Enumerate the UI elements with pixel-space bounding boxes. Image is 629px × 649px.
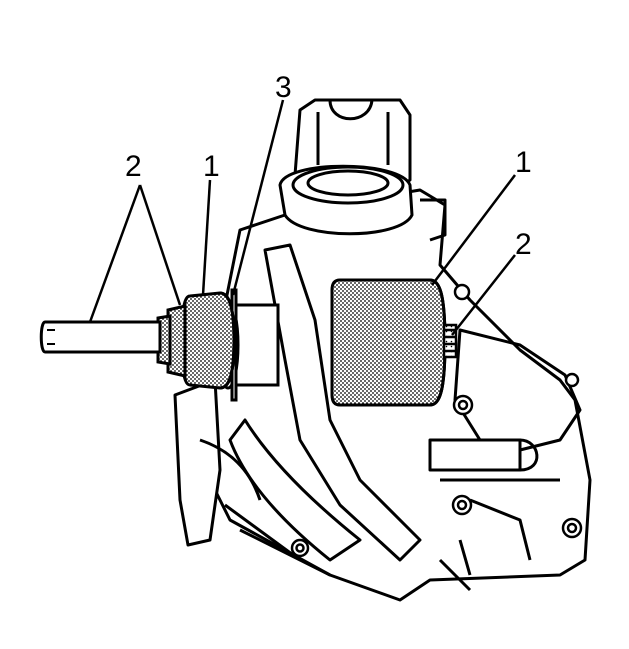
callout-leaders bbox=[88, 99, 516, 336]
callout-label-1-right: 1 bbox=[515, 146, 532, 179]
callout-label-1-left: 1 bbox=[203, 150, 220, 183]
callout-label-2-left: 2 bbox=[125, 150, 142, 183]
remover-cup-tool bbox=[180, 291, 236, 390]
callout-label-3: 3 bbox=[275, 71, 292, 104]
callout-label-2-right: 2 bbox=[515, 228, 532, 261]
left-nut-washer bbox=[156, 304, 187, 378]
threaded-rod bbox=[39, 320, 162, 354]
housing-bolts bbox=[290, 283, 583, 558]
mounting-flange bbox=[173, 378, 262, 547]
right-nut bbox=[442, 323, 458, 359]
receiver-cup-tool bbox=[330, 278, 447, 407]
control-arm bbox=[224, 243, 422, 577]
